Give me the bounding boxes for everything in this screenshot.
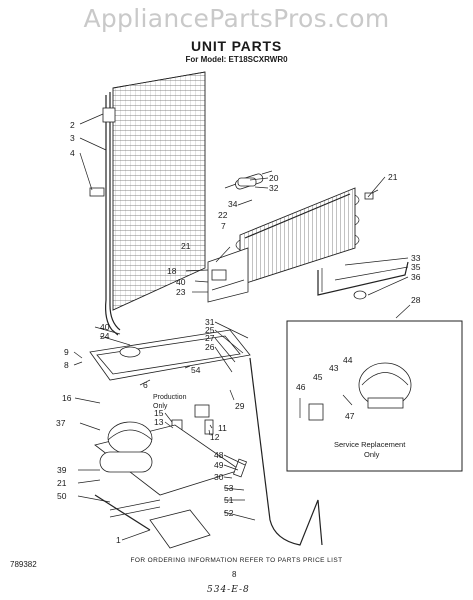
callout-20: 20	[269, 173, 279, 183]
callout-21: 21	[388, 172, 398, 182]
callout-39: 39	[57, 465, 67, 475]
callout-36: 36	[411, 272, 421, 282]
callout-43: 43	[329, 363, 339, 373]
callout-31: 31	[205, 317, 215, 327]
handwritten-code: 534-E-8	[207, 585, 250, 595]
callout-37: 37	[56, 418, 66, 428]
callout-21: 21	[57, 478, 67, 488]
callout-30: 30	[214, 472, 224, 482]
callout-12: 12	[210, 432, 220, 442]
service-replacement-inset	[286, 320, 463, 472]
suction-line	[317, 261, 409, 300]
drain-pan	[89, 329, 251, 381]
watermark: AppliancePartsPros.com	[83, 4, 390, 33]
callout-18: 18	[167, 266, 177, 276]
callout-24: 24	[100, 331, 110, 341]
callout-46: 46	[296, 382, 306, 392]
callout-45: 45	[313, 372, 323, 382]
callout-32: 32	[269, 183, 279, 193]
callout-23: 23	[176, 287, 186, 297]
callout-25: 25	[205, 325, 215, 335]
service-replacement-note: Service Replacement Only	[334, 440, 406, 459]
page-title: UNIT PARTS	[191, 38, 282, 54]
base-pan	[94, 494, 211, 549]
callout-6: 6	[143, 380, 148, 390]
production-only-line1: Production	[153, 394, 187, 401]
callout-51: 51	[224, 495, 234, 505]
callout-21: 21	[181, 241, 191, 251]
callout-15: 15	[154, 408, 164, 418]
defrost-heater-assembly	[207, 247, 249, 303]
callout-16: 16	[62, 393, 72, 403]
page-number: 8	[232, 570, 237, 579]
production-only-note: Production Only	[153, 394, 187, 410]
callout-44: 44	[343, 355, 353, 365]
condenser-bracket	[89, 107, 116, 197]
callout-28: 28	[411, 295, 421, 305]
ordering-note: FOR ORDERING INFORMATION REFER TO PARTS …	[130, 557, 343, 564]
condenser-coil	[105, 71, 206, 336]
compressor	[94, 421, 241, 496]
callout-2: 2	[70, 120, 75, 130]
callout-49: 49	[214, 460, 224, 470]
service-replacement-line2: Only	[364, 450, 380, 459]
document-number: 789382	[10, 560, 37, 569]
model-line: For Model: ET18SCXRWR0	[185, 55, 288, 64]
callout-7: 7	[221, 221, 226, 231]
discharge-tube	[232, 357, 323, 546]
callout-29: 29	[235, 401, 245, 411]
callout-40: 40	[100, 322, 110, 332]
callout-40: 40	[176, 277, 186, 287]
callout-34: 34	[228, 199, 238, 209]
callout-labels: 2 3 4 20 32 21 34 22 7 21 18 40 23 33 35…	[56, 120, 421, 545]
callout-13: 13	[154, 417, 164, 427]
callout-26: 26	[205, 342, 215, 352]
callout-53: 53	[224, 483, 234, 493]
callout-4: 4	[70, 148, 75, 158]
callout-54: 54	[191, 365, 201, 375]
callout-22: 22	[218, 210, 228, 220]
callout-35: 35	[411, 262, 421, 272]
callout-11: 11	[218, 423, 227, 433]
evaporator-coil	[235, 187, 360, 286]
callout-48: 48	[214, 450, 224, 460]
service-replacement-line1: Service Replacement	[334, 440, 406, 449]
callout-leaders	[73, 113, 411, 541]
callout-33: 33	[411, 253, 421, 263]
production-only-line2: Only	[153, 403, 168, 410]
callout-8: 8	[64, 360, 69, 370]
callout-27: 27	[205, 333, 215, 343]
callout-9: 9	[64, 347, 69, 357]
callout-3: 3	[70, 133, 75, 143]
callout-1: 1	[116, 535, 121, 545]
callout-50: 50	[57, 491, 67, 501]
callout-52: 52	[224, 508, 234, 518]
callout-47: 47	[345, 411, 355, 421]
